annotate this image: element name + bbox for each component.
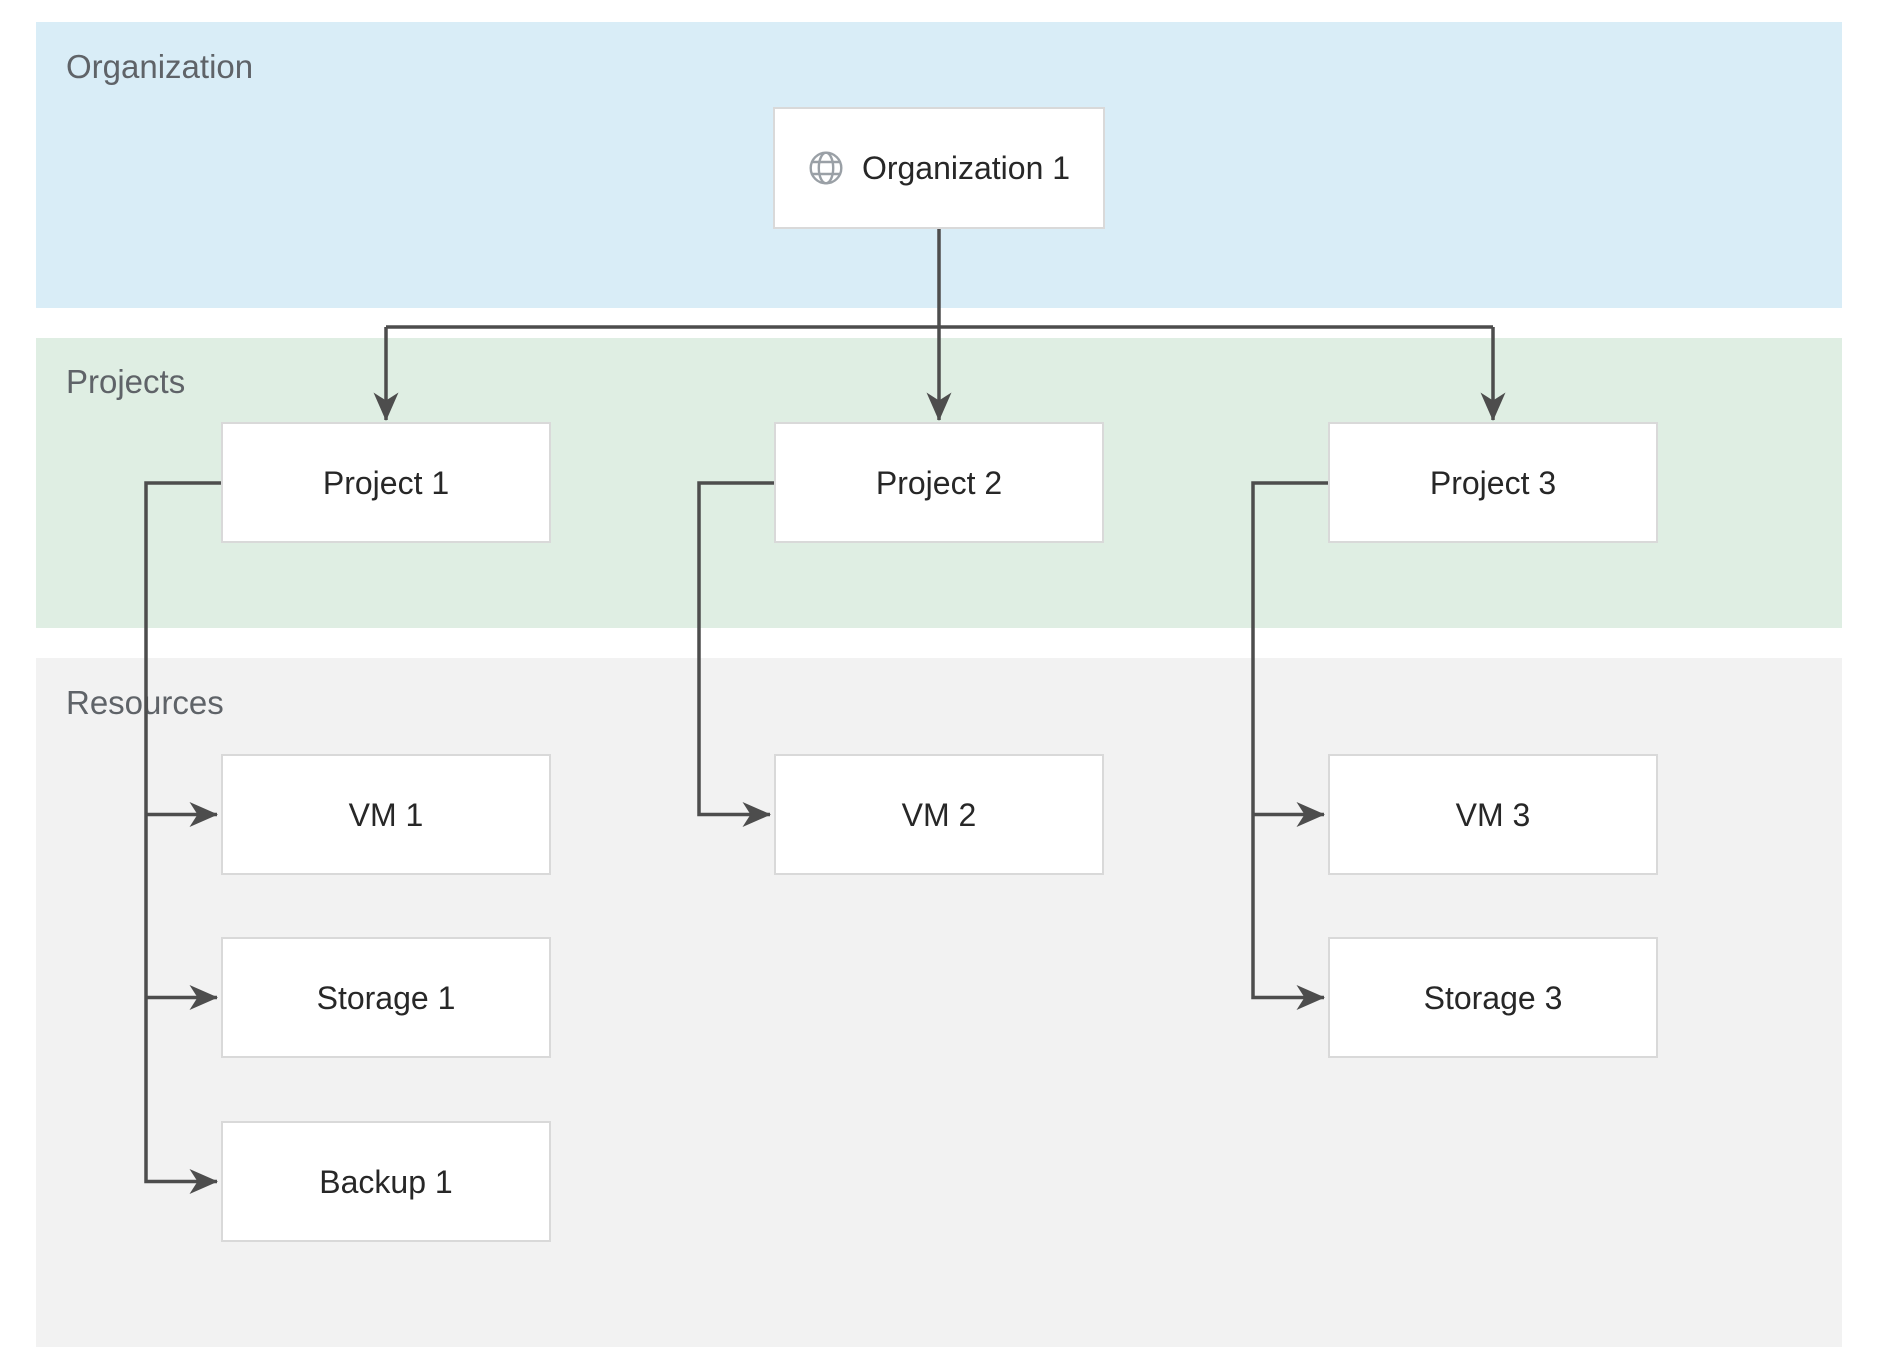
node-label: Organization 1 xyxy=(861,150,1071,186)
node-label: VM 3 xyxy=(1455,796,1531,833)
node-vm-3: VM 3 xyxy=(1328,754,1658,875)
node-project-3: Project 3 xyxy=(1328,422,1658,543)
node-label: Backup 1 xyxy=(319,1163,453,1200)
node-vm-1: VM 1 xyxy=(221,754,551,875)
node-label: VM 1 xyxy=(348,796,424,833)
node-label: Project 3 xyxy=(1429,464,1557,501)
connector-org-split xyxy=(386,229,1493,329)
node-label: Storage 1 xyxy=(316,979,456,1016)
node-vm-2: VM 2 xyxy=(774,754,1104,875)
connector-project2-to-vm2 xyxy=(697,481,774,827)
node-project-1: Project 1 xyxy=(221,422,551,543)
node-project-2: Project 2 xyxy=(774,422,1104,543)
node-label: Project 1 xyxy=(322,464,450,501)
connector-project1-to-backup1 xyxy=(144,481,221,1194)
node-label: Storage 3 xyxy=(1423,979,1563,1016)
node-label: Project 2 xyxy=(875,464,1003,501)
node-organization-1: Organization 1 xyxy=(773,107,1105,229)
node-storage-1: Storage 1 xyxy=(221,937,551,1058)
connector-project3-to-storage3 xyxy=(1251,481,1328,1010)
organization-band-label: Organization xyxy=(66,48,254,85)
globe-icon xyxy=(808,150,844,186)
node-backup-1: Backup 1 xyxy=(221,1121,551,1242)
projects-band-label: Projects xyxy=(66,363,186,400)
node-storage-3: Storage 3 xyxy=(1328,937,1658,1058)
node-label: VM 2 xyxy=(901,796,977,833)
